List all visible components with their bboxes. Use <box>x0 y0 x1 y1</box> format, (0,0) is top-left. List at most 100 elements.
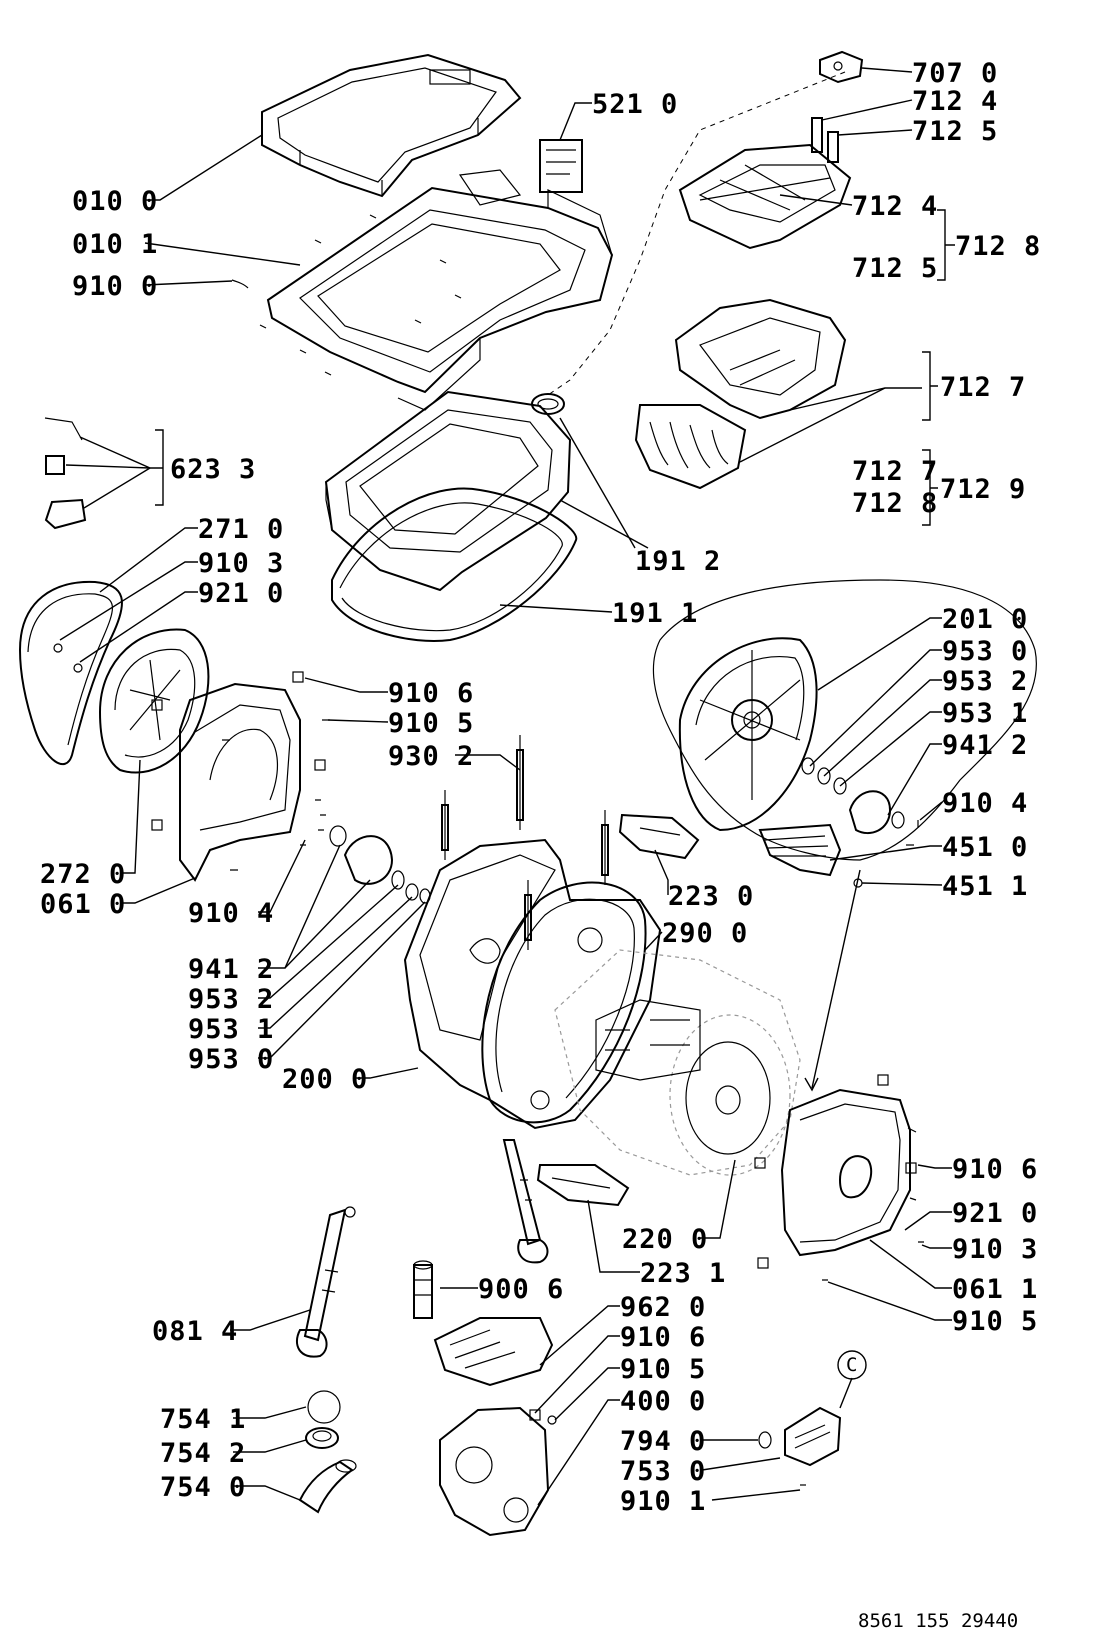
label-220-0: 220 0 <box>622 1224 709 1255</box>
bearing-plate-part <box>98 628 210 774</box>
label-754-0: 754 0 <box>160 1472 247 1503</box>
label-953-2: 953 2 <box>942 666 1029 697</box>
bearings-right <box>801 757 919 846</box>
label-910-1: 910 1 <box>620 1486 707 1517</box>
label-061-1: 061 1 <box>952 1274 1039 1305</box>
label-910-6: 910 6 <box>388 678 475 709</box>
label-290-0: 290 0 <box>662 918 749 949</box>
drum-part <box>554 949 801 1176</box>
rear-cover-part <box>18 580 123 766</box>
label-201-0: 201 0 <box>942 604 1029 635</box>
cover-part-191-2 <box>531 393 565 415</box>
connector-part <box>819 50 864 84</box>
label-061-0: 061 0 <box>40 889 127 920</box>
label-910-3-right: 910 3 <box>952 1234 1039 1265</box>
label-712-4-bracket: 712 4 <box>852 191 939 222</box>
baffle-lower-part <box>536 1164 630 1207</box>
pump-part <box>439 1406 557 1537</box>
front-shield-part <box>151 671 326 882</box>
label-953-0: 953 0 <box>942 636 1029 667</box>
label-941-2-left: 941 2 <box>188 954 275 985</box>
label-191-1: 191 1 <box>612 598 699 629</box>
label-521-0: 521 0 <box>592 89 679 120</box>
label-754-1: 754 1 <box>160 1404 247 1435</box>
label-010-1: 010 1 <box>72 229 159 260</box>
pump-shield-part <box>433 1317 554 1387</box>
label-941-2: 941 2 <box>942 730 1029 761</box>
label-712-9: 712 9 <box>940 474 1027 505</box>
springs-part <box>441 735 609 950</box>
drain-hose-part <box>298 1459 357 1514</box>
valve-part <box>758 1406 842 1486</box>
filter-gasket-part <box>305 1427 339 1449</box>
label-930-2: 930 2 <box>388 741 475 772</box>
part-900-6 <box>413 1260 433 1319</box>
label-900-6: 900 6 <box>478 1274 565 1305</box>
leader-lines <box>59 67 955 1506</box>
right-screws <box>822 1127 924 1281</box>
shock-absorber-part <box>502 1139 549 1264</box>
label-272-0: 272 0 <box>40 859 127 890</box>
label-081-4: 081 4 <box>152 1316 239 1347</box>
label-191-2: 191 2 <box>635 546 722 577</box>
front-plate-part <box>754 1074 917 1269</box>
top-frame-part <box>266 169 614 411</box>
tubes-part <box>811 117 839 163</box>
label-712-7-bracket: 712 7 <box>852 456 939 487</box>
label-712-5: 712 5 <box>912 116 999 147</box>
label-707-0: 707 0 <box>912 58 999 89</box>
label-910-5-right: 910 5 <box>952 1306 1039 1337</box>
label-451-0: 451 0 <box>942 832 1029 863</box>
label-223-0: 223 0 <box>668 881 755 912</box>
label-200-0: 200 0 <box>282 1064 369 1095</box>
label-910-4-left: 910 4 <box>188 898 275 929</box>
shock-absorber-081-part <box>295 1206 356 1358</box>
dispenser-drawer-part <box>634 404 747 490</box>
callout-c-label: C <box>846 1354 858 1376</box>
label-712-7: 712 7 <box>940 372 1027 403</box>
label-plate-part <box>539 139 583 193</box>
label-010-0: 010 0 <box>72 186 159 217</box>
label-712-8: 712 8 <box>955 231 1042 262</box>
baffle-upper-part <box>618 813 700 860</box>
drawing-number: 8561 155 29440 <box>858 1610 1019 1632</box>
label-921-0: 921 0 <box>198 578 285 609</box>
label-753-0: 753 0 <box>620 1456 707 1487</box>
label-712-4: 712 4 <box>912 86 999 117</box>
label-910-6-right: 910 6 <box>952 1154 1039 1185</box>
left-screws <box>53 643 330 871</box>
bearings-left <box>329 825 431 904</box>
gasket-part <box>331 487 578 642</box>
label-910-5-pump: 910 5 <box>620 1354 707 1385</box>
label-953-2-left: 953 2 <box>188 984 275 1015</box>
label-400-0: 400 0 <box>620 1386 707 1417</box>
label-271-0: 271 0 <box>198 514 285 545</box>
tub-part <box>403 838 662 1130</box>
detail-outline <box>652 579 1037 861</box>
frame-screws <box>231 214 462 376</box>
label-712-8-bracket: 712 8 <box>852 488 939 519</box>
label-962-0: 962 0 <box>620 1292 707 1323</box>
label-910-4: 910 4 <box>942 788 1029 819</box>
label-953-1: 953 1 <box>942 698 1029 729</box>
label-910-5: 910 5 <box>388 708 475 739</box>
label-712-5-bracket: 712 5 <box>852 253 939 284</box>
dispenser-body-part <box>674 298 847 420</box>
heater-part <box>758 823 863 888</box>
label-910-6-pump: 910 6 <box>620 1322 707 1353</box>
label-921-0-right: 921 0 <box>952 1198 1039 1229</box>
label-910-0: 910 0 <box>72 271 159 302</box>
drum-back-part <box>678 637 818 832</box>
label-794-0: 794 0 <box>620 1426 707 1457</box>
filter-cap-part <box>307 1390 341 1424</box>
dispenser-top-part <box>678 143 852 250</box>
door-lock-parts <box>44 417 87 530</box>
callout-c-circle <box>837 1350 867 1380</box>
assembly-guide-line <box>547 71 846 396</box>
label-451-1: 451 1 <box>942 871 1029 902</box>
label-223-1: 223 1 <box>640 1258 727 1289</box>
label-754-2: 754 2 <box>160 1438 247 1469</box>
tub-ring-part <box>324 390 572 592</box>
